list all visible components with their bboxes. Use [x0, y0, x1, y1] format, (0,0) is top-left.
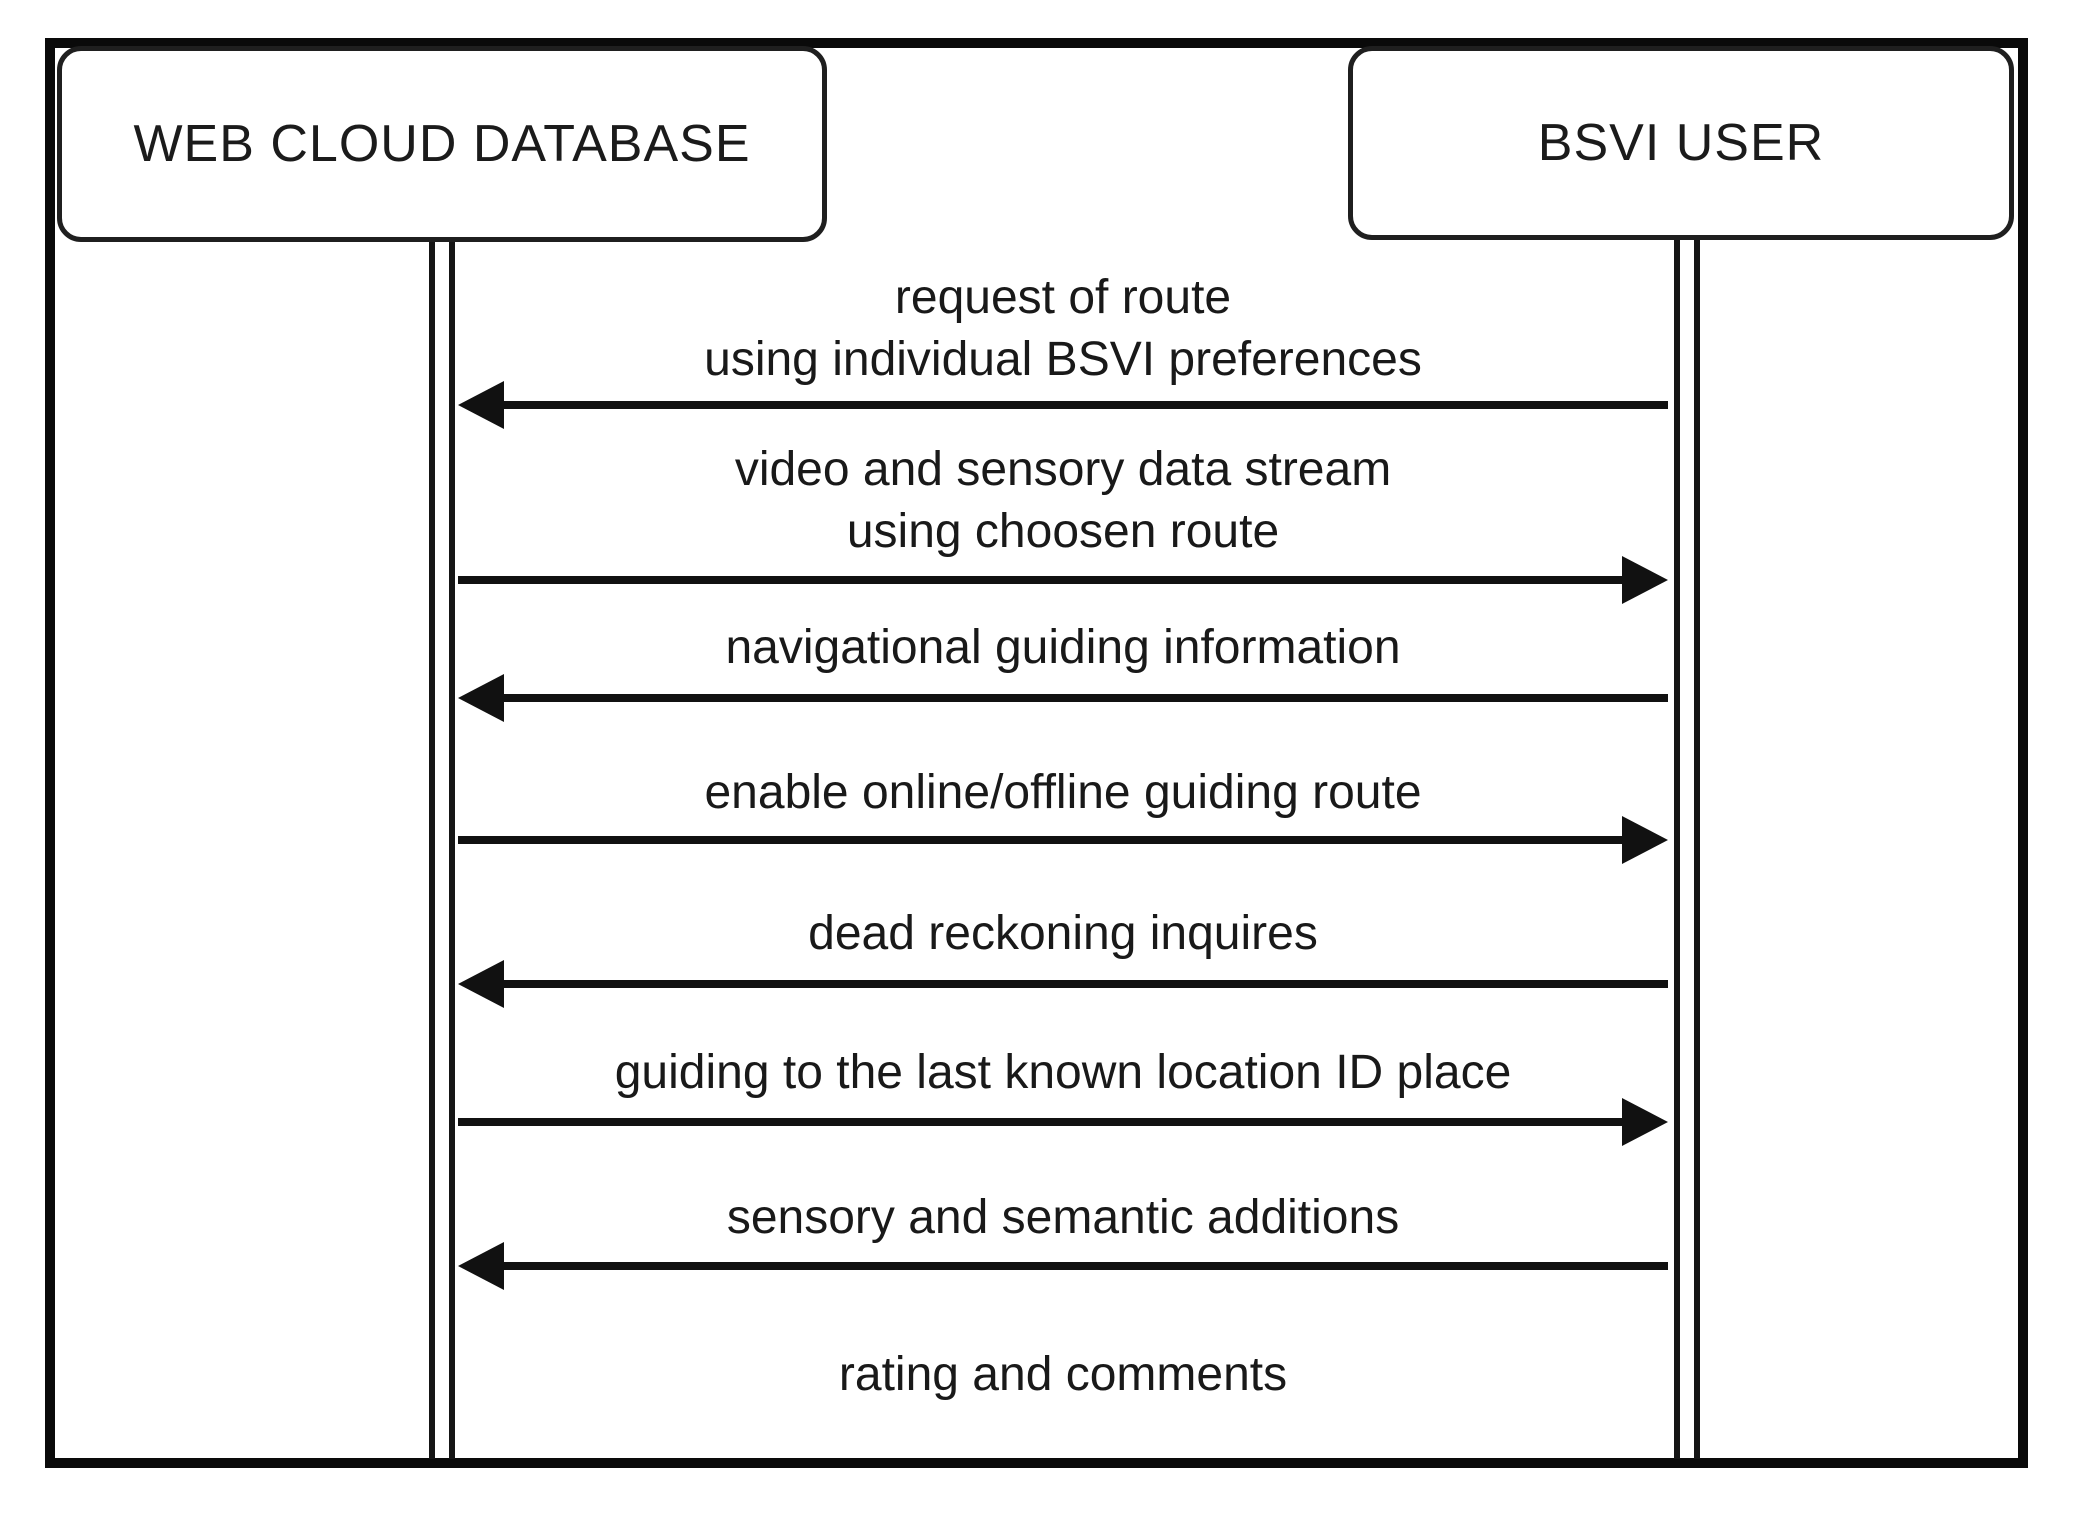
message-8-label: rating and comments [458, 1344, 1668, 1406]
arrowhead-left-icon [458, 960, 504, 1008]
message-2-label: video and sensory data stream using choos… [458, 439, 1668, 563]
message-4-label: enable online/offline guiding route [458, 762, 1668, 824]
message-5-arrow-left [458, 960, 1668, 1008]
arrow-shaft [458, 1118, 1634, 1126]
message-4-label-line-1: enable online/offline guiding route [704, 766, 1422, 819]
arrowhead-right-icon [1622, 1098, 1668, 1146]
diagram-frame [45, 38, 2028, 1468]
actor-bsvi-user-label: BSVI USER [1537, 114, 1825, 172]
arrowhead-left-icon [458, 381, 504, 429]
message-3-label: navigational guiding information [458, 617, 1668, 679]
arrow-shaft [492, 1262, 1668, 1270]
arrow-shaft [492, 694, 1668, 702]
message-6-label-line-1: guiding to the last known location ID pl… [614, 1046, 1512, 1099]
message-3-arrow-left [458, 674, 1668, 722]
message-2-label-line-1: video and sensory data stream [734, 443, 1392, 496]
actor-bsvi-user: BSVI USER [1348, 46, 2014, 240]
arrowhead-right-icon [1622, 816, 1668, 864]
message-4-arrow-right [458, 816, 1668, 864]
lifeline-web-cloud-database [429, 240, 455, 1459]
arrowhead-left-icon [458, 1242, 504, 1290]
message-2-arrow-right [458, 556, 1668, 604]
message-3-label-line-1: navigational guiding information [725, 621, 1401, 674]
message-6-arrow-right [458, 1098, 1668, 1146]
message-2-label-line-2: using choosen route [846, 505, 1280, 558]
arrow-shaft [492, 980, 1668, 988]
arrowhead-right-icon [1622, 556, 1668, 604]
message-7-label: sensory and semantic additions [458, 1187, 1668, 1249]
message-1-label-line-2: using individual BSVI preferences [704, 333, 1422, 386]
message-5-label: dead reckoning inquires [458, 903, 1668, 965]
message-7-label-line-1: sensory and semantic additions [726, 1191, 1400, 1244]
message-1-label-line-1: request of route [894, 271, 1232, 324]
message-7-arrow-left [458, 1242, 1668, 1290]
arrowhead-left-icon [458, 674, 504, 722]
arrow-shaft [492, 401, 1668, 409]
message-6-label: guiding to the last known location ID pl… [458, 1042, 1668, 1104]
message-1-label: request of route using individual BSVI pr… [458, 267, 1668, 391]
arrow-shaft [458, 836, 1634, 844]
message-1-arrow-left [458, 381, 1668, 429]
actor-web-cloud-database-label: WEB CLOUD DATABASE [133, 115, 751, 173]
lifeline-bsvi-user [1674, 240, 1700, 1459]
message-8-label-line-1: rating and comments [838, 1348, 1288, 1401]
message-5-label-line-1: dead reckoning inquires [808, 907, 1318, 960]
actor-web-cloud-database: WEB CLOUD DATABASE [57, 46, 827, 242]
arrow-shaft [458, 576, 1634, 584]
